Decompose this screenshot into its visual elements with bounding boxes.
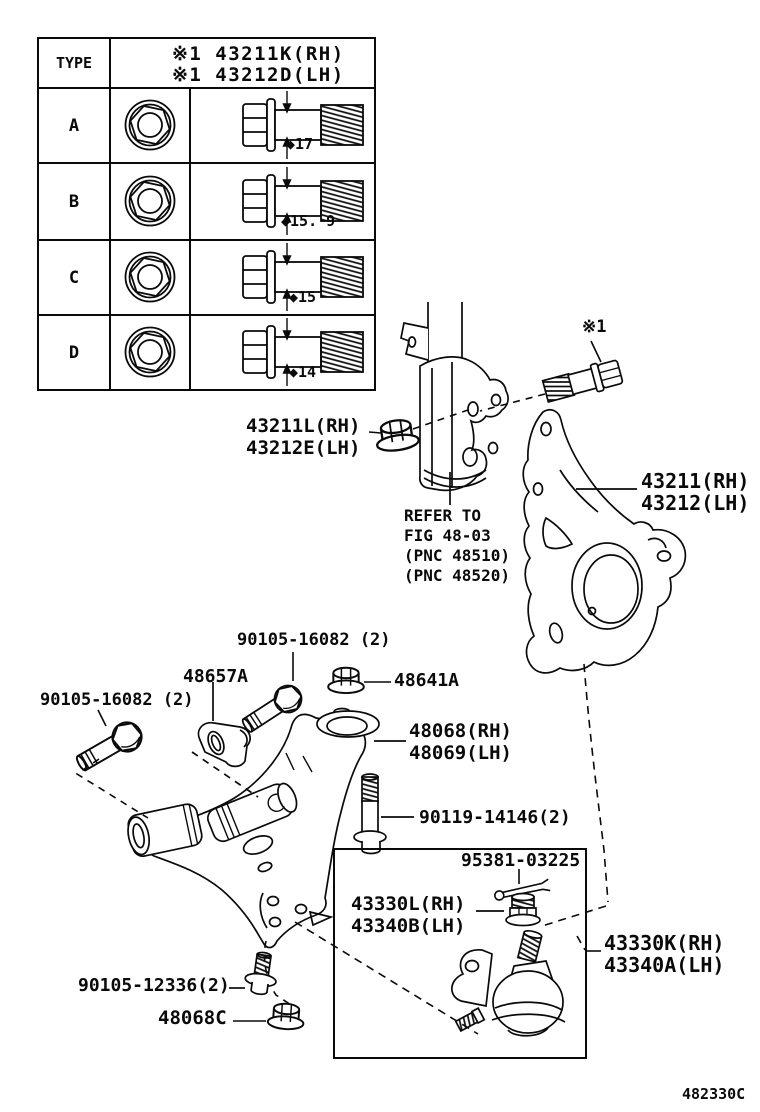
ball-joint-box	[333, 848, 587, 1059]
table-row-type-c: C	[68, 267, 80, 288]
strut-nut-label-lh: 43212E(LH)	[246, 437, 361, 459]
table-nut-icons	[124, 99, 176, 378]
arm-set-bolt-label: 90105-12336(2)	[78, 975, 230, 996]
table-header-line2: ※1 43212D(LH)	[172, 64, 345, 86]
strut-nut-label: 43211L(RH)43212E(LH)	[246, 415, 360, 459]
knuckle-label-rh: 43211(RH)	[641, 469, 750, 493]
arm-set-nut-drawing	[233, 1001, 306, 1032]
bolt-dim-d: ◆14	[289, 363, 317, 381]
table-type-header: TYPE	[55, 54, 93, 72]
arm-set-bolt-drawing	[229, 951, 277, 996]
refer-line3: (PNC 48510)	[404, 546, 510, 565]
strut-nut-label-rh: 43211L(RH)	[246, 415, 361, 437]
knuckle-label: 43211(RH)43212(LH)	[641, 470, 749, 514]
castle-nut-drawing	[476, 892, 541, 927]
castle-nut-label: 43330L(RH)43340B(LH)	[351, 893, 465, 937]
type-table-grid	[37, 37, 376, 391]
ref-bolt-mark-label: ※1	[582, 317, 607, 337]
cam-bolt-left-label: 90105-16082 (2)	[40, 690, 194, 710]
bolt-dim-b: ◆15. 9	[281, 212, 336, 230]
arm-nut-label: 48641A	[394, 670, 460, 691]
knuckle-label-lh: 43212(LH)	[641, 491, 750, 515]
cam-bolt-top-label: 90105-16082 (2)	[237, 630, 391, 650]
ball-joint-label: 43330K(RH)43340A(LH)	[604, 932, 724, 976]
cotter-pin-drawing	[494, 869, 551, 901]
strut-nut-drawing	[368, 409, 469, 455]
table-header-part-numbers: ※1 43211K(RH)※1 43212D(LH)	[172, 44, 345, 86]
knuckle-balljoint-dashed-line	[541, 663, 609, 951]
arm-label-lh: 48069(LH)	[409, 742, 512, 764]
arm-front-bolt-label: 90119-14146(2)	[419, 807, 571, 828]
table-row-type-b: B	[68, 191, 80, 212]
ball-joint-drawing	[451, 929, 566, 1037]
strut-drawing	[400, 302, 509, 505]
arm-label: 48068(RH)48069(LH)	[409, 720, 512, 764]
castle-nut-label-lh: 43340B(LH)	[351, 915, 466, 937]
table-row-type-a: A	[68, 115, 80, 136]
cam-bolt-left-drawing	[70, 709, 149, 819]
cam-plate-label: 48657A	[183, 666, 249, 687]
knuckle-drawing	[522, 409, 687, 674]
bolt-dim-a: ◆17	[286, 135, 314, 153]
ball-joint-label-rh: 43330K(RH)	[604, 931, 725, 955]
arm-front-bolt-drawing	[353, 773, 414, 855]
arm-nut-drawing	[327, 666, 391, 695]
table-header-line1: ※1 43211K(RH)	[172, 43, 345, 65]
refer-line1: REFER TO	[404, 506, 482, 525]
ref-bolt-drawing	[479, 340, 624, 412]
ball-joint-label-lh: 43340A(LH)	[604, 953, 725, 977]
arm-balljoint-dashed-line	[294, 921, 479, 1035]
castle-nut-label-rh: 43330L(RH)	[351, 893, 466, 915]
cam-bolt-top-drawing	[236, 652, 308, 740]
control-arm-drawing	[127, 707, 406, 949]
page-code: 482330C	[682, 1085, 746, 1103]
refer-line2: FIG 48-03	[404, 526, 491, 545]
refer-line4: (PNC 48520)	[404, 566, 510, 585]
arm-label-rh: 48068(RH)	[409, 720, 512, 742]
cam-plate-drawing	[191, 682, 259, 798]
arm-set-nut-label: 48068C	[158, 1007, 227, 1029]
bolt-dim-c: ◆15	[289, 288, 317, 306]
table-row-type-d: D	[68, 342, 80, 363]
cotter-pin-label: 95381-03225	[461, 850, 581, 871]
